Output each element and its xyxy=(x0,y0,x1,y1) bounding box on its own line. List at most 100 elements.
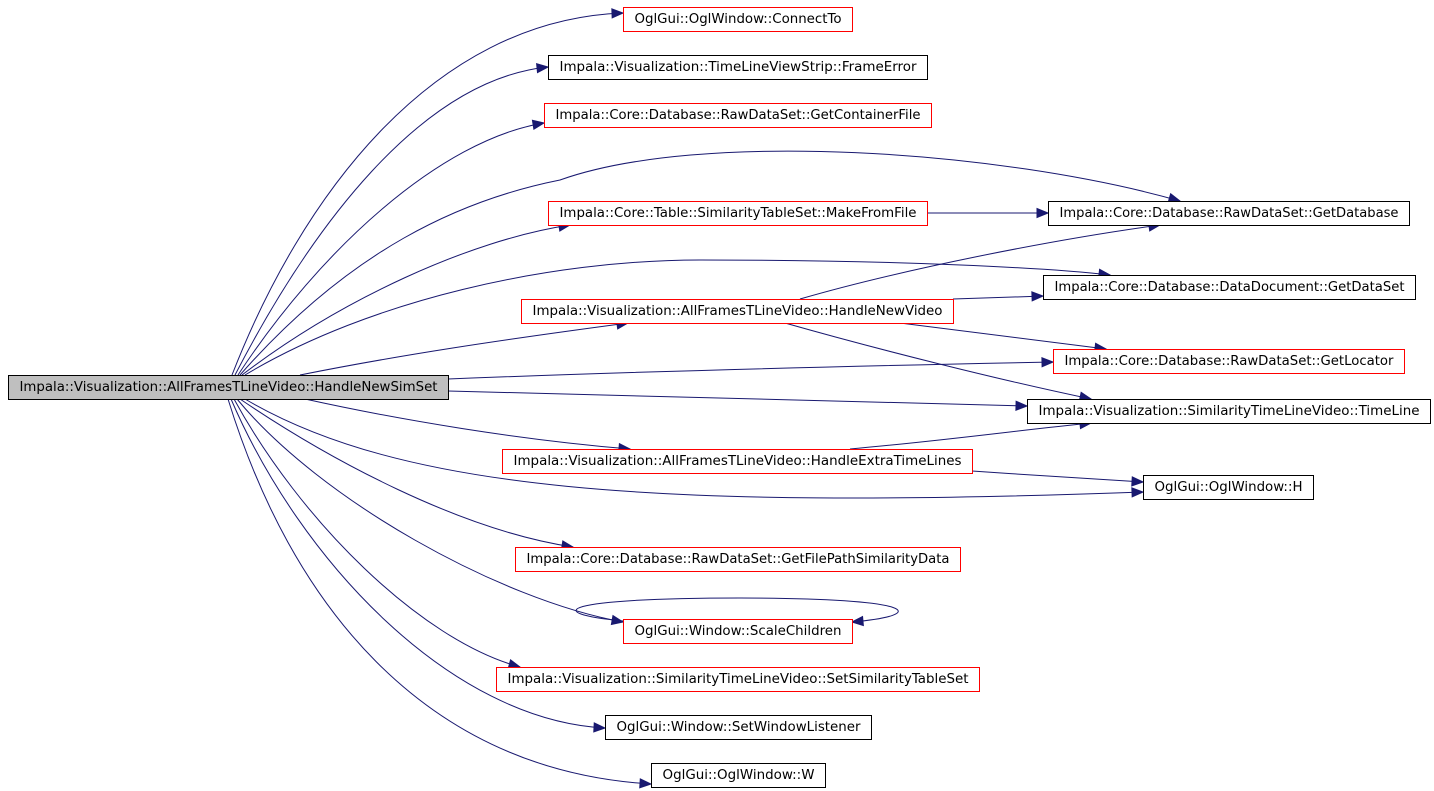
node-label: Impala::Visualization::AllFramesTLineVid… xyxy=(533,304,943,319)
edges xyxy=(227,8,1182,789)
node-root: Impala::Visualization::AllFramesTLineVid… xyxy=(8,375,449,400)
node-set-similarity-table-set[interactable]: Impala::Visualization::SimilarityTimeLin… xyxy=(496,667,980,692)
node-label: Impala::Visualization::AllFramesTLineVid… xyxy=(514,454,962,469)
edge-root-to-scale_children xyxy=(236,398,625,626)
arrowhead-icon xyxy=(1031,291,1045,302)
edge-line xyxy=(233,398,521,668)
arrowhead-icon xyxy=(1041,356,1055,368)
edge-line xyxy=(230,398,606,729)
edge-line xyxy=(784,322,1092,400)
edge-root-to-ogl_h xyxy=(244,398,1145,499)
arrowhead-icon xyxy=(536,62,550,74)
node-label: Impala::Visualization::AllFramesTLineVid… xyxy=(20,380,438,395)
node-scale-children[interactable]: OglGui::Window::ScaleChildren xyxy=(623,619,853,644)
node-label: OglGui::Window::SetWindowListener xyxy=(617,720,862,735)
node-label: Impala::Core::Database::DataDocument::Ge… xyxy=(1055,280,1405,295)
edge-root-to-handle_extra_time_lines xyxy=(304,398,632,454)
node-box xyxy=(623,7,853,32)
edge-line xyxy=(799,224,1161,300)
node-get-locator[interactable]: Impala::Core::Database::RawDataSet::GetL… xyxy=(1053,349,1405,374)
arrowhead-icon xyxy=(593,722,607,733)
node-label: Impala::Visualization::SimilarityTimeLin… xyxy=(508,672,969,687)
node-frame-error: Impala::Visualization::TimeLineViewStrip… xyxy=(548,55,928,80)
node-box xyxy=(1143,475,1314,500)
arrowhead-icon xyxy=(1015,400,1029,411)
node-get-data-set: Impala::Core::Database::DataDocument::Ge… xyxy=(1043,275,1416,300)
node-get-database: Impala::Core::Database::RawDataSet::GetD… xyxy=(1048,201,1410,226)
edge-line xyxy=(447,361,1054,380)
edge-line xyxy=(304,398,631,450)
edge-root-to-frame_error xyxy=(234,62,550,376)
node-label: Impala::Visualization::TimeLineViewStrip… xyxy=(560,60,918,75)
edge-root-to-get_database xyxy=(239,150,1182,376)
node-box xyxy=(623,619,853,644)
node-box xyxy=(1027,399,1431,424)
edge-root-to-make_from_file xyxy=(241,221,572,376)
node-connect-to[interactable]: OglGui::OglWindow::ConnectTo xyxy=(623,7,853,32)
arrowhead-icon xyxy=(531,119,546,131)
edge-handle_new_video-to-get_locator xyxy=(899,322,1108,353)
edge-make_from_file-to-get_database xyxy=(927,207,1050,219)
edge-root-to-time_line xyxy=(447,390,1029,411)
edge-line xyxy=(236,398,624,623)
edge-root-to-ogl_w xyxy=(227,398,653,789)
node-label: OglGui::OglWindow::W xyxy=(663,768,815,783)
arrowhead-icon xyxy=(850,615,864,627)
edge-line xyxy=(244,398,1144,499)
edge-line xyxy=(241,224,571,376)
node-label: Impala::Core::Database::RawDataSet::GetF… xyxy=(527,552,950,567)
node-handle-new-video[interactable]: Impala::Visualization::AllFramesTLineVid… xyxy=(521,299,954,324)
edge-root-to-handle_new_video xyxy=(299,319,630,376)
node-label: OglGui::OglWindow::H xyxy=(1155,480,1303,495)
node-ogl-w: OglGui::OglWindow::W xyxy=(651,763,826,788)
node-box xyxy=(496,667,980,692)
node-box xyxy=(515,547,961,572)
edge-line xyxy=(244,259,1111,376)
edge-line xyxy=(899,322,1107,350)
node-label: Impala::Core::Table::SimilarityTableSet:… xyxy=(560,206,917,221)
arrowhead-icon xyxy=(1036,207,1050,219)
arrowhead-icon xyxy=(639,778,653,789)
arrowhead-icon xyxy=(1131,476,1145,487)
node-box xyxy=(548,201,928,226)
node-box xyxy=(8,375,449,400)
edge-line xyxy=(239,398,574,548)
node-label: Impala::Core::Database::RawDataSet::GetD… xyxy=(1060,206,1399,221)
edge-handle_extra_time_lines-to-ogl_h xyxy=(971,470,1145,487)
edge-line xyxy=(234,66,549,376)
node-box xyxy=(548,55,928,80)
edge-root-to-get_container_file xyxy=(237,119,546,376)
edge-line xyxy=(299,322,629,376)
edge-line xyxy=(575,597,899,623)
edge-root-to-get_locator xyxy=(447,356,1055,380)
node-box xyxy=(651,763,826,788)
node-handle-extra-time-lines[interactable]: Impala::Visualization::AllFramesTLineVid… xyxy=(502,449,973,474)
node-make-from-file[interactable]: Impala::Core::Table::SimilarityTableSet:… xyxy=(548,201,928,226)
node-get-file-path-similarity-data[interactable]: Impala::Core::Database::RawDataSet::GetF… xyxy=(515,547,961,572)
edge-root-to-set_window_listener xyxy=(230,398,607,733)
node-box xyxy=(521,299,954,324)
edge-line xyxy=(849,422,1092,450)
node-label: Impala::Visualization::SimilarityTimeLin… xyxy=(1039,404,1420,419)
arrowhead-icon xyxy=(1131,487,1145,498)
arrowhead-icon xyxy=(611,8,625,19)
node-time-line: Impala::Visualization::SimilarityTimeLin… xyxy=(1027,399,1431,424)
edge-line xyxy=(237,122,545,376)
edge-line xyxy=(227,398,652,785)
node-ogl-h: OglGui::OglWindow::H xyxy=(1143,475,1314,500)
node-label: OglGui::Window::ScaleChildren xyxy=(635,624,842,639)
edge-line xyxy=(231,12,624,376)
node-set-window-listener: OglGui::Window::SetWindowListener xyxy=(605,715,872,740)
node-label: Impala::Core::Database::RawDataSet::GetC… xyxy=(556,108,921,123)
edge-handle_new_video-to-get_data_set xyxy=(952,291,1045,302)
edge-scale_children-to-scale_children xyxy=(575,597,899,627)
edge-line xyxy=(971,470,1144,483)
node-box xyxy=(1048,201,1410,226)
node-label: Impala::Core::Database::RawDataSet::GetL… xyxy=(1065,354,1395,369)
edge-root-to-connect_to xyxy=(231,8,625,376)
node-box xyxy=(502,449,973,474)
node-label: OglGui::OglWindow::ConnectTo xyxy=(635,12,842,27)
edge-line xyxy=(952,295,1044,300)
node-get-container-file[interactable]: Impala::Core::Database::RawDataSet::GetC… xyxy=(544,103,932,128)
